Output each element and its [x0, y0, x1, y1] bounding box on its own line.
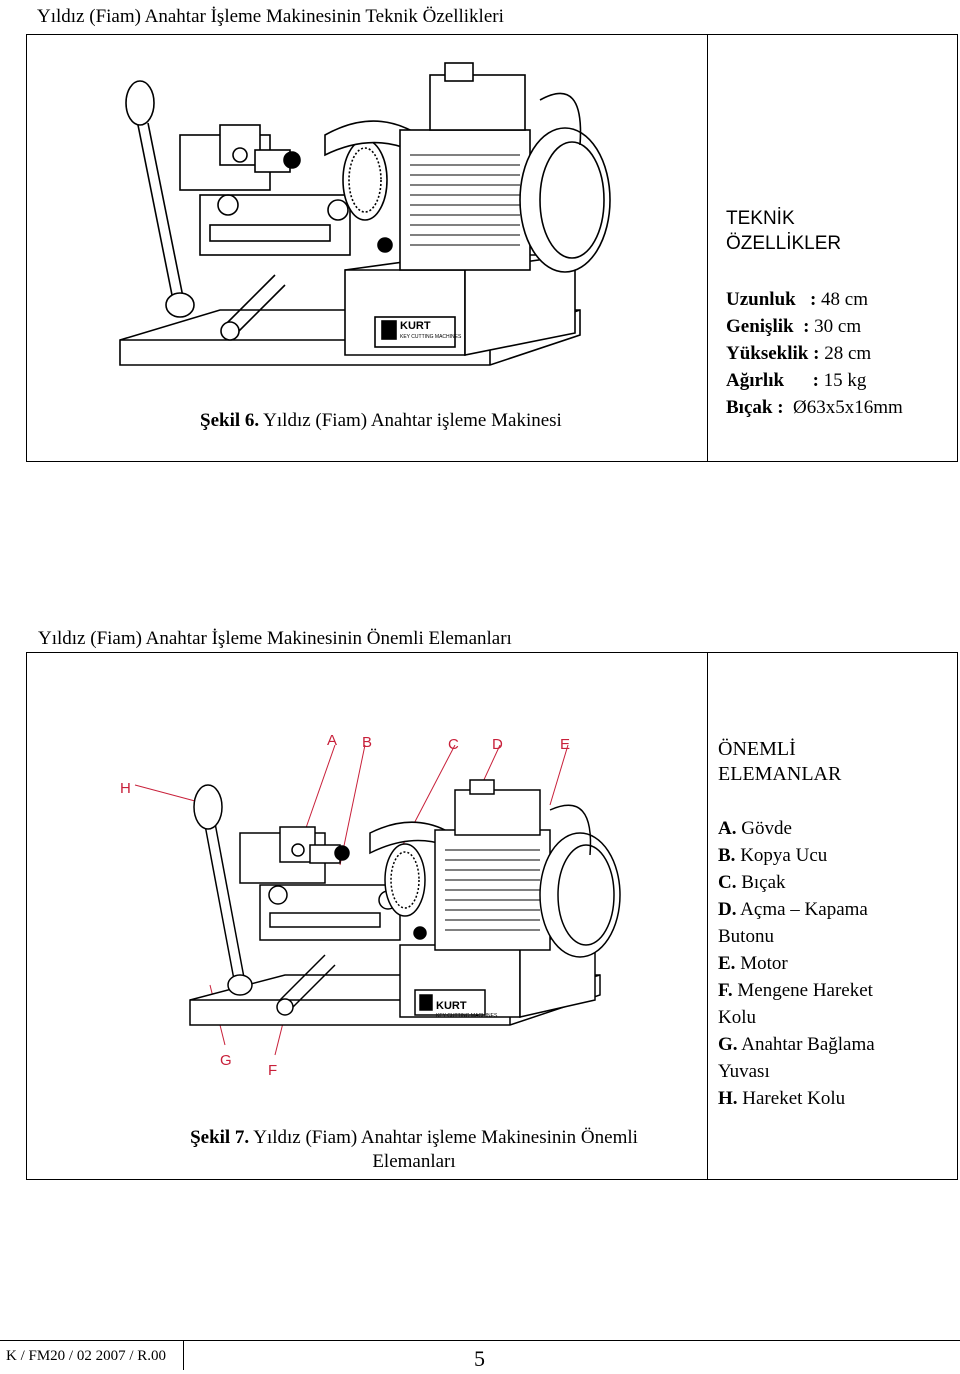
elements-title-line2: ELEMANLAR [718, 763, 842, 785]
figure-text-2: Yıldız (Fiam) Anahtar işleme Makinesinin… [249, 1127, 638, 1148]
callout-f: F [268, 1062, 278, 1079]
list-item: C. Bıçak [718, 872, 786, 893]
elements-table-divider [707, 652, 708, 1180]
figure-label-1: Şekil 6. [200, 410, 260, 431]
callout-g: G [220, 1052, 232, 1069]
list-item: H. Hareket Kolu [718, 1088, 846, 1109]
specs-list: Uzunluk : 48 cm Genişlik : 30 cm Yüksekl… [726, 286, 903, 421]
list-item: Butonu [718, 926, 774, 947]
callout-e: E [560, 736, 571, 753]
specs-title: TEKNİK ÖZELLİKLER [726, 206, 841, 256]
machine-illustration-2 [134, 745, 621, 1056]
list-item: B. Kopya Ucu [718, 845, 828, 866]
section1-heading: Yıldız (Fiam) Anahtar İşleme Makinesinin… [37, 6, 504, 27]
elements-table [26, 652, 958, 1180]
elements-title: ÖNEMLİ ELEMANLAR [718, 737, 841, 787]
callout-b: B [362, 734, 373, 751]
figure-label-2: Şekil 7. [190, 1127, 250, 1148]
specs-title-line1: TEKNİK [726, 208, 795, 229]
callout-a: A [327, 732, 338, 749]
spec-table-divider [707, 34, 708, 462]
figure-text-2-line2: Elemanları [372, 1151, 456, 1172]
section2-heading: Yıldız (Fiam) Anahtar İşleme Makinesinin… [38, 628, 512, 649]
figure-caption-1: Şekil 6. Yıldız (Fiam) Anahtar işleme Ma… [200, 410, 562, 432]
brand-plate-1: KURT [400, 320, 431, 332]
callout-d: D [492, 736, 503, 753]
list-item: A. Gövde [718, 818, 792, 839]
brand-plate-sub-1: KEY CUTTING MACHINES [400, 334, 462, 340]
footer-divider [183, 1340, 184, 1370]
spec-height: Yükseklik : 28 cm [726, 343, 872, 364]
elements-title-line1: ÖNEMLİ [718, 738, 796, 760]
list-item: F. Mengene Hareket [718, 980, 873, 1001]
list-item: D. Açma – Kapama [718, 899, 868, 920]
list-item: Kolu [718, 1007, 756, 1028]
list-item: E. Motor [718, 953, 788, 974]
spec-width: Genişlik : 30 cm [726, 316, 862, 337]
brand-plate-2: KURT [436, 1000, 467, 1012]
list-item: Yuvası [718, 1061, 770, 1082]
spec-length: Uzunluk : 48 cm [726, 289, 868, 310]
specs-title-line2: ÖZELLİKLER [726, 233, 842, 254]
list-item: G. Anahtar Bağlama [718, 1034, 875, 1055]
brand-plate-sub-2: KEY CUTTING MACHINES [436, 1013, 498, 1019]
doc-code: K / FM20 / 02 2007 / R.00 [6, 1348, 167, 1364]
page-number: 5 [474, 1346, 485, 1371]
elements-list: A. Gövde B. Kopya Ucu C. Bıçak D. Açma –… [718, 815, 948, 1112]
figure-caption-2: Şekil 7. Yıldız (Fiam) Anahtar işleme Ma… [144, 1126, 684, 1174]
callout-h: H [120, 780, 131, 797]
machine-illustration-1 [119, 62, 611, 366]
figure-text-1: Yıldız (Fiam) Anahtar işleme Makinesi [259, 410, 562, 431]
callout-c: C [448, 736, 459, 753]
spec-weight: Ağırlık : 15 kg [726, 370, 867, 391]
spec-blade: Bıçak : Ø63x5x16mm [726, 397, 903, 418]
footer-box [0, 1340, 960, 1374]
spec-table [26, 34, 958, 462]
